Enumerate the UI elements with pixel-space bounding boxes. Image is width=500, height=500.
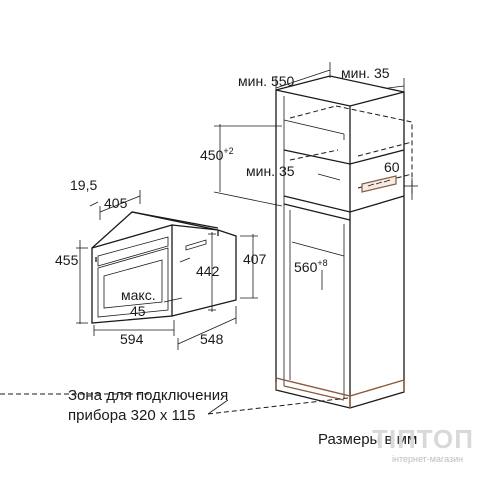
connection-zone-line2: прибора 320 x 115	[68, 407, 195, 424]
watermark-brand: ТІПТОП	[372, 424, 474, 454]
cabinet-min-depth-label: мин. 550	[238, 73, 295, 89]
oven-drawing	[91, 211, 237, 324]
cabinet-min-gap-label: мин. 35	[246, 163, 295, 179]
cabinet-drawing	[275, 75, 413, 409]
units-note: Размеры в мм	[318, 431, 417, 448]
oven-top-depth-label: 405	[104, 195, 128, 211]
cabinet-niche-width-label: 560+8	[294, 258, 328, 275]
cabinet-min-top-label: мин. 35	[341, 65, 390, 81]
oven-niche-height-label: 442	[196, 263, 220, 279]
cabinet-shelf-height-label: 60	[384, 159, 400, 175]
connection-zone-pointer	[207, 399, 229, 415]
watermark-subtitle: інтернет-магазин	[392, 454, 463, 464]
oven-depth-offset-label: 19,5	[70, 177, 97, 193]
cabinet-dimensions	[213, 62, 418, 290]
oven-front-offset-value: 45	[130, 303, 146, 319]
cabinet-niche-width-value: 560	[294, 259, 318, 275]
connection-zone-leader	[0, 393, 349, 415]
cabinet-niche-width-tolerance: +8	[317, 258, 327, 268]
connection-zone-line1: Зона для подключения	[68, 387, 228, 404]
oven-side-height-label: 407	[243, 251, 267, 267]
cabinet-height-above-label: 450+2	[200, 146, 234, 163]
oven-dimensions	[76, 190, 258, 350]
oven-front-offset-text: макс.	[121, 287, 156, 303]
oven-depth-label: 548	[200, 331, 224, 347]
oven-total-height-label: 455	[55, 252, 79, 268]
cabinet-height-above-tolerance: +2	[223, 146, 233, 156]
oven-width-label: 594	[120, 331, 144, 347]
cabinet-height-above-value: 450	[200, 147, 224, 163]
